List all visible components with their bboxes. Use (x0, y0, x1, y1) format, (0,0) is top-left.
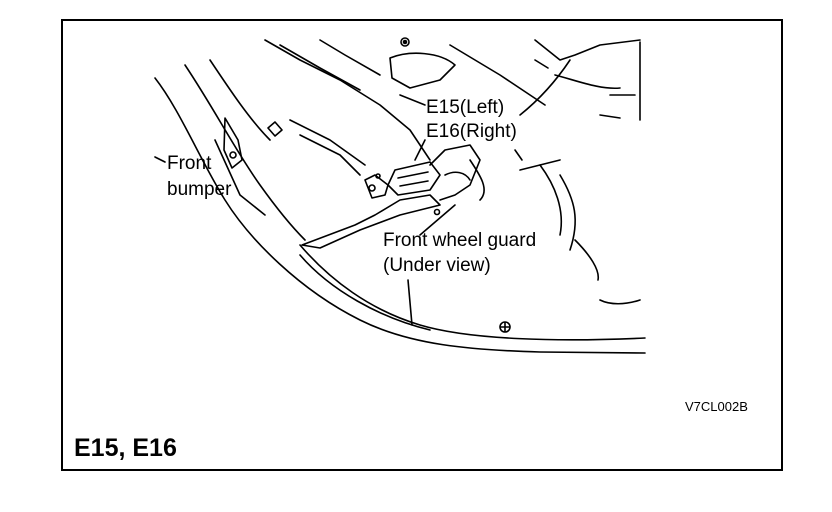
figure-code: V7CL002B (685, 399, 748, 414)
leader-e16 (414, 139, 426, 161)
bolt-lower (499, 321, 511, 333)
label-e15-left: E15(Left) (426, 97, 505, 118)
label-front-bumper-line2: bumper (167, 179, 232, 200)
figure-frame (61, 19, 783, 471)
label-front-bumper-line1: Front (167, 153, 212, 174)
leader-e15 (399, 94, 426, 106)
wheel-guard-edge (299, 244, 646, 341)
label-e16-right: E16(Right) (426, 121, 517, 142)
upper-structure (264, 39, 431, 161)
body-panel-right (449, 44, 546, 106)
figure-caption: E15, E16 (74, 434, 177, 462)
label-wheel-guard-line2: (Under view) (383, 255, 491, 276)
leader-wheel-guard (419, 204, 456, 236)
label-wheel-guard-line1: Front wheel guard (383, 230, 537, 251)
leader-bumper (154, 156, 166, 163)
bumper-outline (154, 77, 646, 354)
connector-body (387, 161, 441, 196)
bumper-bracket (223, 117, 243, 169)
